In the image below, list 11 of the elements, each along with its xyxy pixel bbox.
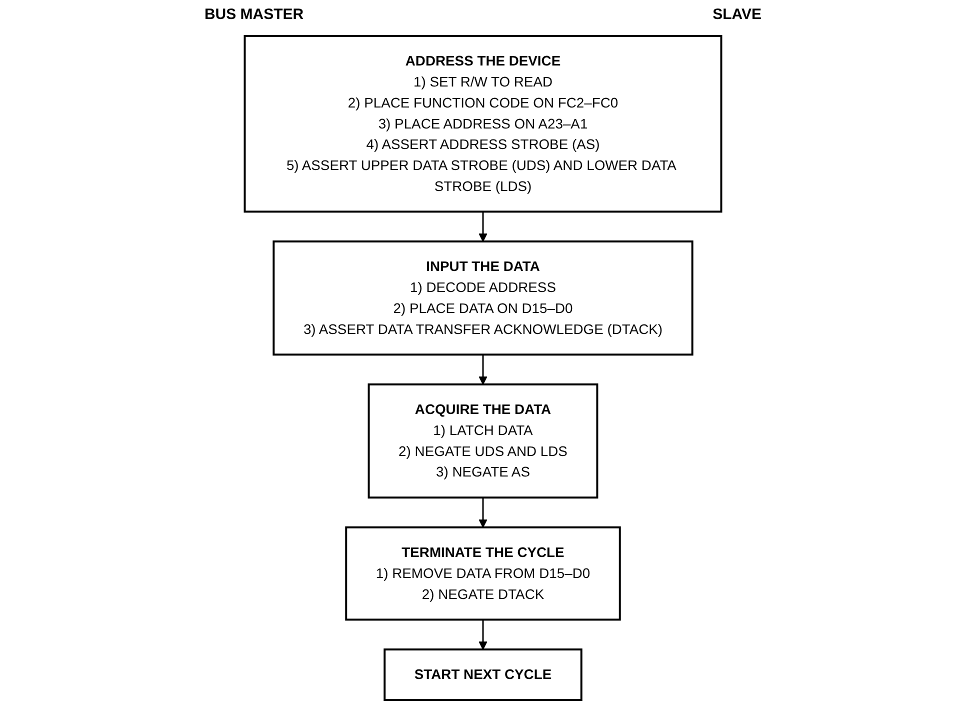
node-box: TERMINATE THE CYCLE 1) REMOVE DATA FROM D15–D0 2) NEGATE DTACK	[345, 526, 621, 621]
column-heading: BUS MASTER	[204, 6, 304, 25]
arrow	[478, 212, 488, 242]
node-box: ACQUIRE THE DATA 1) LATCH DATA 2) NEGATE UDS AND LDS 3) NEGATE AS	[368, 383, 598, 499]
column-heading: SLAVE	[712, 6, 762, 25]
arrow	[478, 354, 488, 385]
arrow	[478, 620, 488, 650]
node-box: INPUT THE DATA 1) DECODE ADDRESS 2) PLACE DATA ON D15–D0 3) ASSERT DATA TRANSFER ACKNOWLEDGE (DTACK)	[272, 240, 694, 356]
node-box: START NEXT CYCLE	[384, 648, 582, 702]
node-box: ADDRESS THE DEVICE 1) SET R/W TO READ 2) PLACE FUNCTION CODE ON FC2–FC0 3) PLACE ADDRESS ON A23–A1 4) ASSERT ADDRESS STROBE (AS) 5) ASSERT UPPER DATA STROBE (UDS) AND LOWER DATA STROBE (LDS)	[244, 34, 722, 213]
arrow	[478, 498, 488, 528]
